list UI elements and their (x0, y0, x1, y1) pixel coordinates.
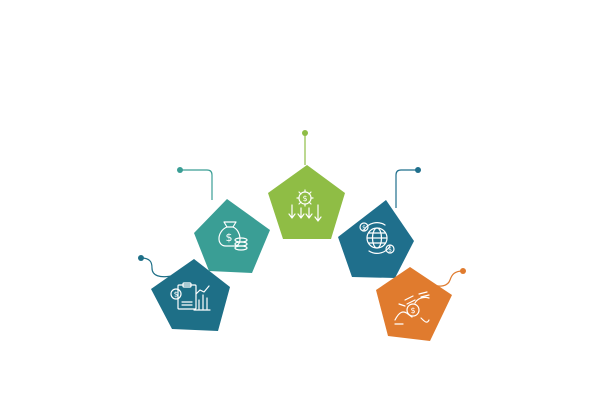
svg-text:$: $ (362, 225, 366, 232)
pentagon-step-1 (151, 259, 230, 331)
connector-dot-step-4 (415, 167, 421, 173)
pentagon-step-4 (338, 200, 414, 278)
money-bag-coins-icon: $ (218, 221, 248, 251)
connector-dot-step-5 (460, 268, 466, 274)
global-currency-exchange-icon: $ $ (359, 222, 395, 254)
connector-line-step-2 (180, 169, 213, 200)
svg-text:$: $ (410, 306, 415, 315)
connector-dot-step-2 (177, 167, 183, 173)
pentagon-step-2 (194, 199, 270, 273)
hands-coin-gear-icon: $ (394, 291, 430, 325)
dollar-gear-arrows-icon: $ (288, 189, 322, 222)
connector-dot-step-1 (138, 255, 144, 261)
connector-line-step-5 (431, 270, 464, 287)
svg-text:$: $ (174, 291, 178, 299)
connector-line-step-1 (140, 257, 173, 278)
financial-report-chart-icon: $ (170, 282, 211, 311)
connector-line-step-4 (395, 169, 418, 208)
svg-text:$: $ (302, 194, 307, 203)
pentagon-step-3 (268, 165, 345, 239)
connector-dot-step-3 (302, 130, 308, 136)
svg-text:$: $ (226, 231, 233, 244)
svg-text:$: $ (388, 247, 392, 254)
